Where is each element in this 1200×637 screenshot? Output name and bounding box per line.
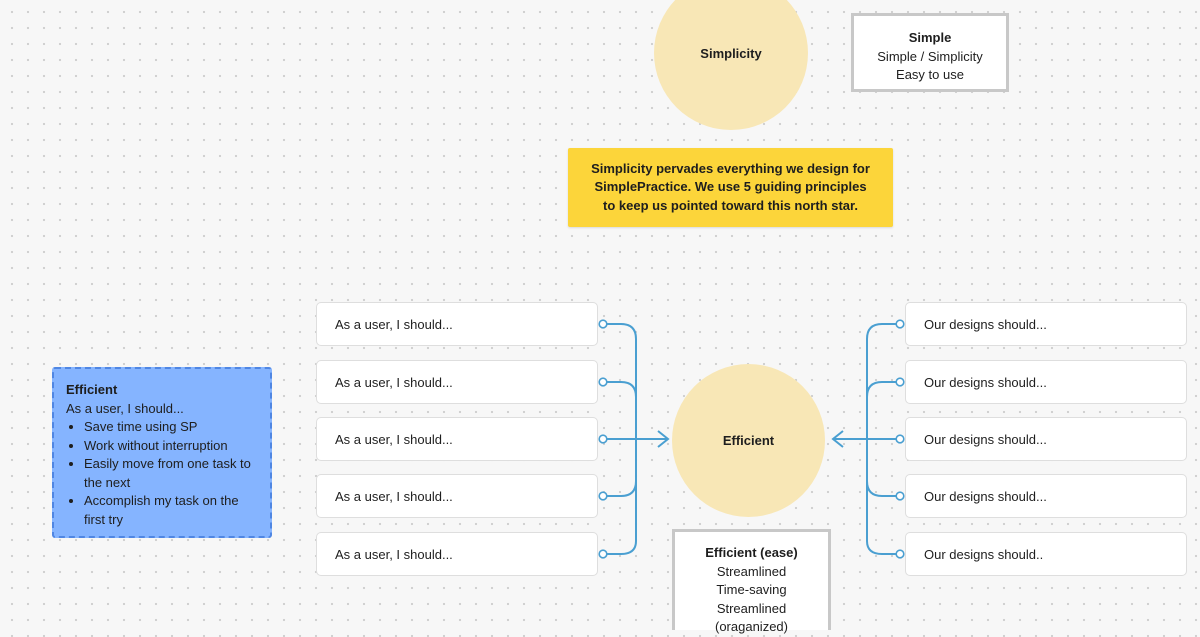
right-card[interactable]: Our designs should..	[905, 532, 1187, 576]
simplicity-circle[interactable]: Simplicity	[654, 0, 808, 130]
connector-handle	[598, 549, 608, 559]
left-card[interactable]: As a user, I should...	[316, 302, 598, 346]
right-card[interactable]: Our designs should...	[905, 302, 1187, 346]
sticky-note-text: Simplicity pervades everything we design…	[591, 160, 870, 213]
simple-box-line: Easy to use	[896, 67, 964, 82]
right-branch-2	[866, 381, 900, 398]
right-card-text: Our designs should...	[924, 431, 1047, 447]
left-card[interactable]: As a user, I should...	[316, 532, 598, 576]
right-card-text: Our designs should...	[924, 316, 1047, 332]
connector-handle	[895, 549, 905, 559]
left-card[interactable]: As a user, I should...	[316, 360, 598, 404]
right-card[interactable]: Our designs should...	[905, 474, 1187, 518]
right-card-text: Our designs should...	[924, 488, 1047, 504]
right-branch-4	[866, 480, 900, 497]
connector-handle	[895, 434, 905, 444]
right-card-text: Our designs should...	[924, 374, 1047, 390]
connector-handle	[598, 377, 608, 387]
connector-handle	[598, 319, 608, 329]
simple-definition-box[interactable]: Simple Simple / Simplicity Easy to use	[851, 13, 1009, 92]
connector-handle	[895, 491, 905, 501]
left-card[interactable]: As a user, I should...	[316, 474, 598, 518]
efficient-principle-note[interactable]: Efficient As a user, I should... Save ti…	[52, 367, 272, 538]
connector-handle	[895, 377, 905, 387]
efficient-box-line: (oraganized)	[715, 619, 788, 634]
efficient-circle[interactable]: Efficient	[672, 364, 825, 517]
simple-box-title: Simple	[908, 30, 952, 45]
north-star-sticky-note[interactable]: Simplicity pervades everything we design…	[568, 148, 893, 227]
efficient-note-bullet: Work without interruption	[84, 437, 260, 456]
efficient-note-subtitle: As a user, I should...	[66, 400, 184, 416]
left-card-text: As a user, I should...	[335, 488, 453, 504]
efficient-box-title: Efficient (ease)	[705, 545, 798, 560]
right-arrowhead	[831, 430, 844, 448]
efficient-note-list: Save time using SP Work without interrup…	[66, 418, 260, 529]
efficient-note-bullet: Accomplish my task on the first try	[84, 492, 260, 529]
efficient-box-line: Time-saving	[716, 582, 787, 597]
connector-handle	[895, 319, 905, 329]
left-arrowhead	[657, 430, 670, 448]
connector-handle	[598, 491, 608, 501]
efficient-note-bullet: Save time using SP	[84, 418, 260, 437]
efficient-note-bullet: Easily move from one task to the next	[84, 455, 260, 492]
efficient-box-line: Streamlined	[716, 600, 787, 616]
left-branch-2	[603, 381, 637, 398]
efficient-label: Efficient	[722, 433, 775, 448]
left-card[interactable]: As a user, I should...	[316, 417, 598, 461]
connector-handle	[598, 434, 608, 444]
left-branch-4	[603, 480, 637, 497]
efficient-box-line: Streamlined	[716, 563, 787, 579]
simplicity-label: Simplicity	[700, 45, 762, 61]
right-card-text: Our designs should..	[924, 546, 1044, 562]
efficient-definition-box[interactable]: Efficient (ease) Streamlined Time-saving…	[672, 529, 831, 634]
simple-box-line: Simple / Simplicity	[877, 48, 983, 64]
left-card-text: As a user, I should...	[335, 316, 453, 332]
left-card-text: As a user, I should...	[335, 374, 453, 390]
right-card[interactable]: Our designs should...	[905, 417, 1187, 461]
efficient-note-title: Efficient	[66, 382, 118, 397]
left-card-text: As a user, I should...	[335, 546, 453, 562]
right-card[interactable]: Our designs should...	[905, 360, 1187, 404]
left-card-text: As a user, I should...	[335, 431, 453, 447]
